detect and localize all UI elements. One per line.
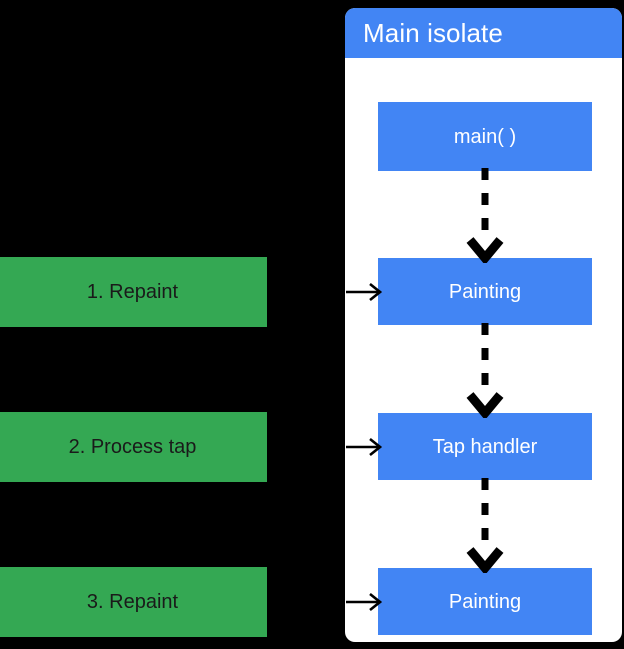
- process-box-main: main( ): [378, 102, 592, 171]
- process-box-tap-handler: Tap handler: [378, 413, 592, 480]
- step-box-label: 3. Repaint: [86, 591, 179, 613]
- process-box-label: main( ): [453, 125, 517, 148]
- process-box-painting-1: Painting: [378, 258, 592, 325]
- main-isolate-title: Main isolate: [363, 18, 503, 48]
- process-box-label: Tap handler: [432, 435, 538, 458]
- step-box-label: 1. Repaint: [86, 281, 179, 303]
- step-box-repaint-1: 1. Repaint: [0, 257, 267, 327]
- step-box-repaint-3: 3. Repaint: [0, 567, 267, 637]
- main-isolate-header: Main isolate: [345, 8, 622, 58]
- process-box-label: Painting: [448, 590, 522, 613]
- step-box-label: 2. Process tap: [68, 436, 197, 458]
- process-box-painting-2: Painting: [378, 568, 592, 635]
- process-box-label: Painting: [448, 280, 522, 303]
- step-box-process-tap: 2. Process tap: [0, 412, 267, 482]
